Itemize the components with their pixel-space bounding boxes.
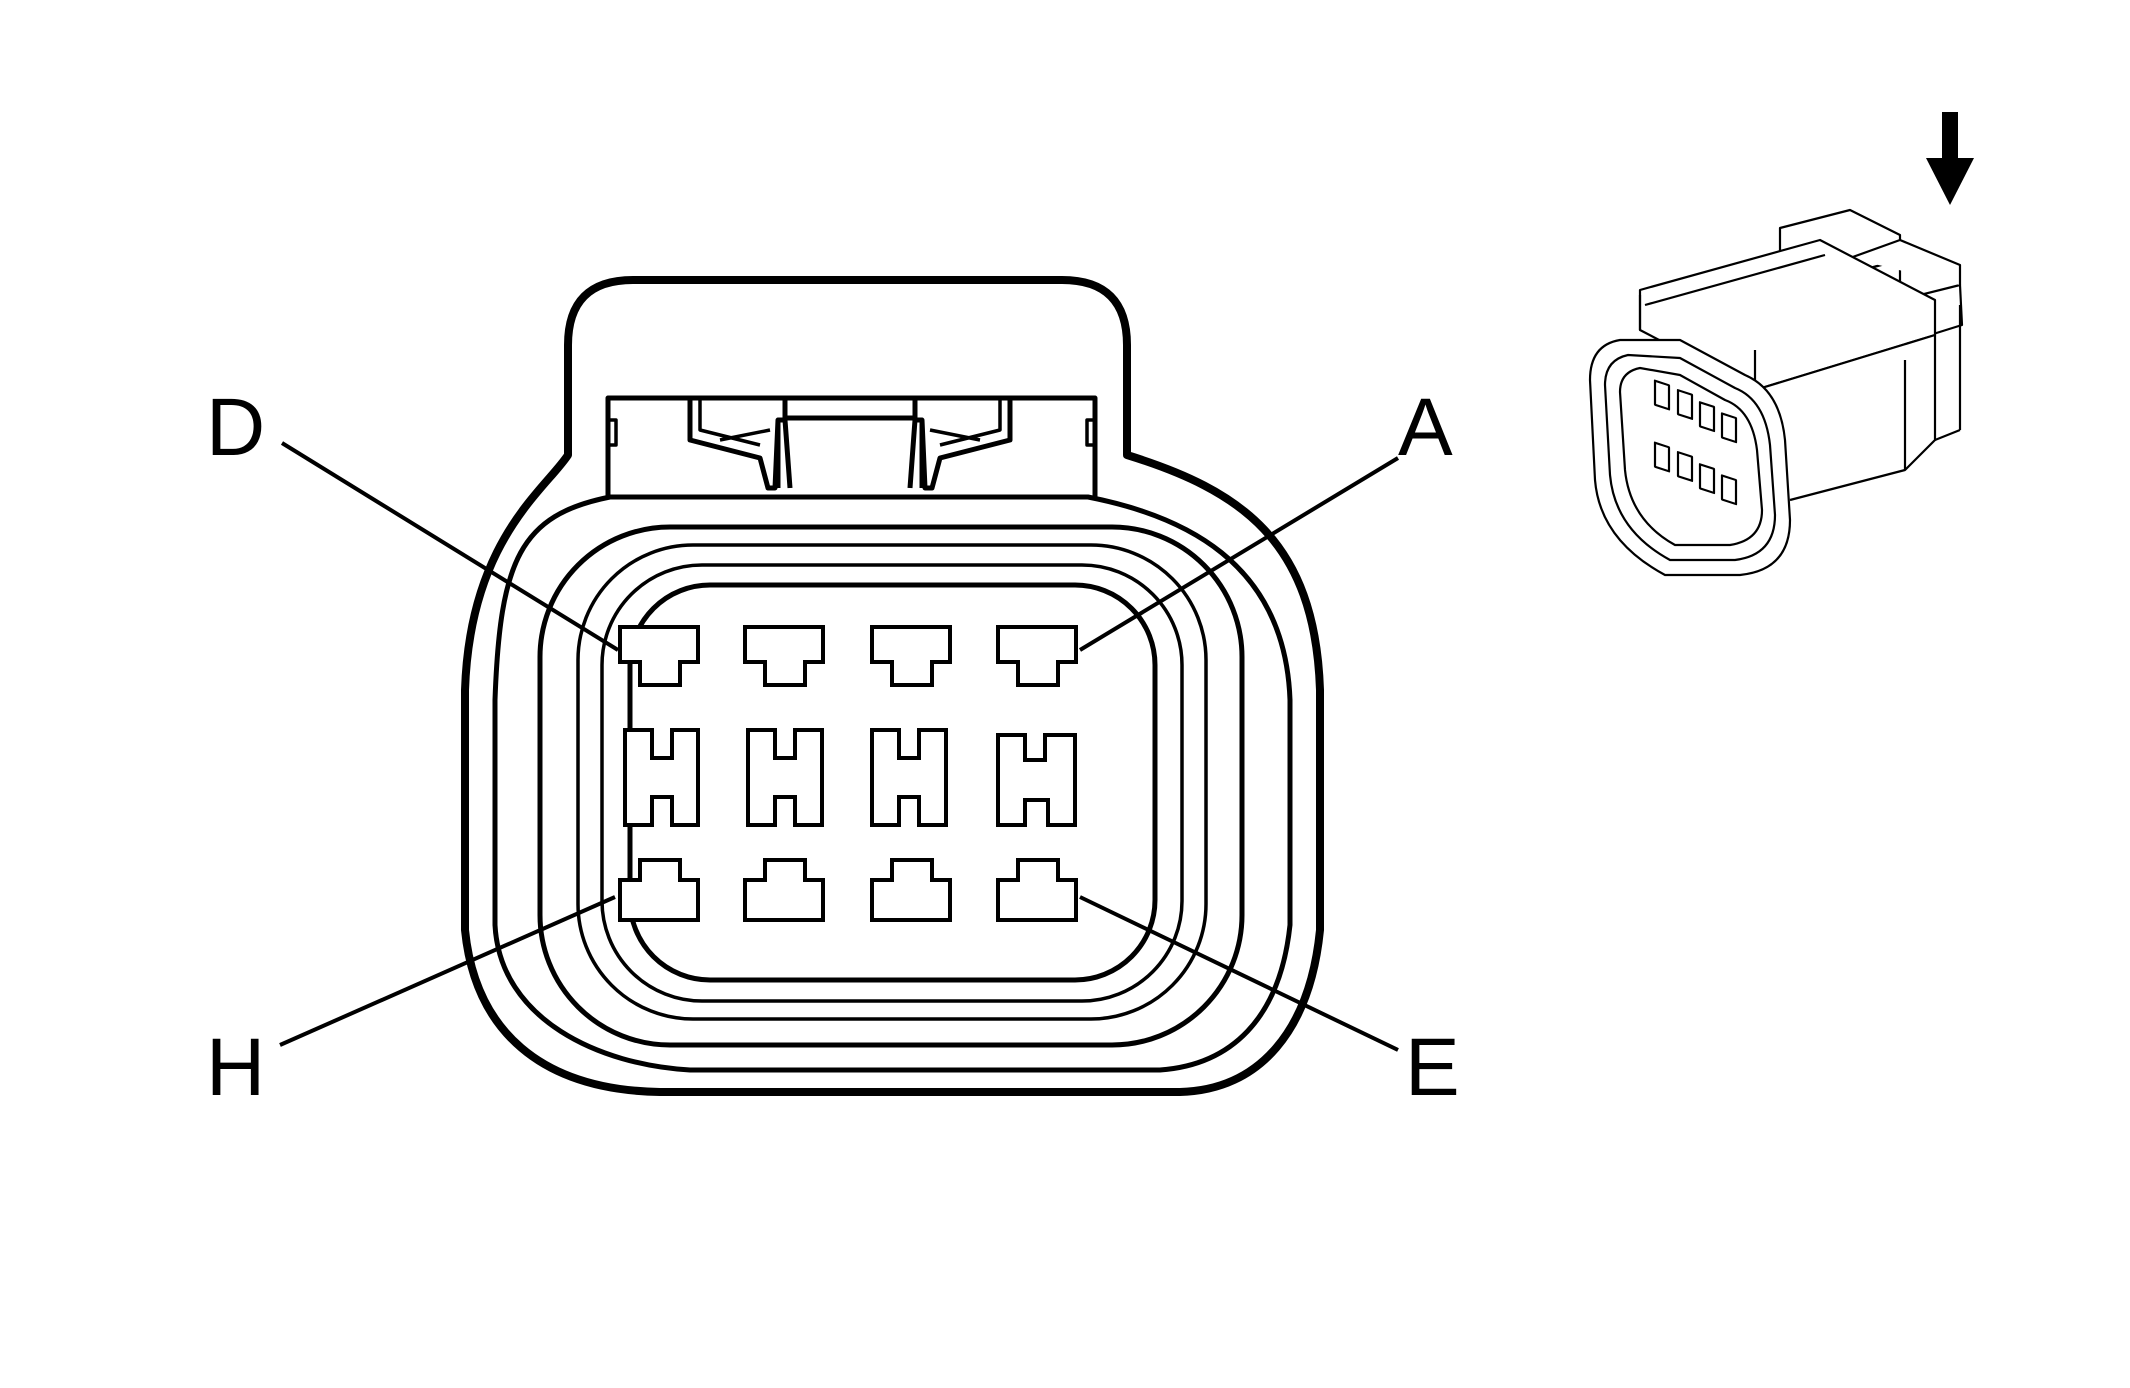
leader-line-D [280, 441, 620, 652]
cavity-E [996, 858, 1078, 922]
cavity-H [618, 858, 700, 922]
cavity-bottom-2 [743, 858, 825, 922]
label-D: D [206, 382, 265, 473]
label-A: A [1398, 382, 1453, 473]
cavity-top-2 [743, 625, 825, 687]
pin-labels: D A H E [206, 382, 1460, 1113]
connector-isometric-view [1588, 112, 1974, 577]
terminal-cavities [618, 625, 1078, 922]
connector-housing [461, 276, 1324, 1096]
label-H: H [206, 1022, 265, 1113]
leader-line-E [1079, 895, 1399, 1052]
cavity-row-top [618, 625, 1078, 687]
cavity-A [996, 625, 1078, 687]
leader-line-A [1078, 456, 1400, 652]
cavity-row-middle [623, 728, 1077, 827]
label-E: E [1405, 1022, 1460, 1113]
arrow-down-icon [1926, 112, 1974, 205]
cavity-row-bottom [618, 858, 1078, 922]
leader-lines [279, 441, 1400, 1052]
isometric-cavities [1653, 379, 1738, 506]
leader-line-H [279, 895, 616, 1047]
cavity-bottom-3 [870, 858, 952, 922]
cavity-D [618, 625, 700, 687]
cavity-top-3 [870, 625, 952, 687]
latch-feature [605, 395, 1098, 497]
